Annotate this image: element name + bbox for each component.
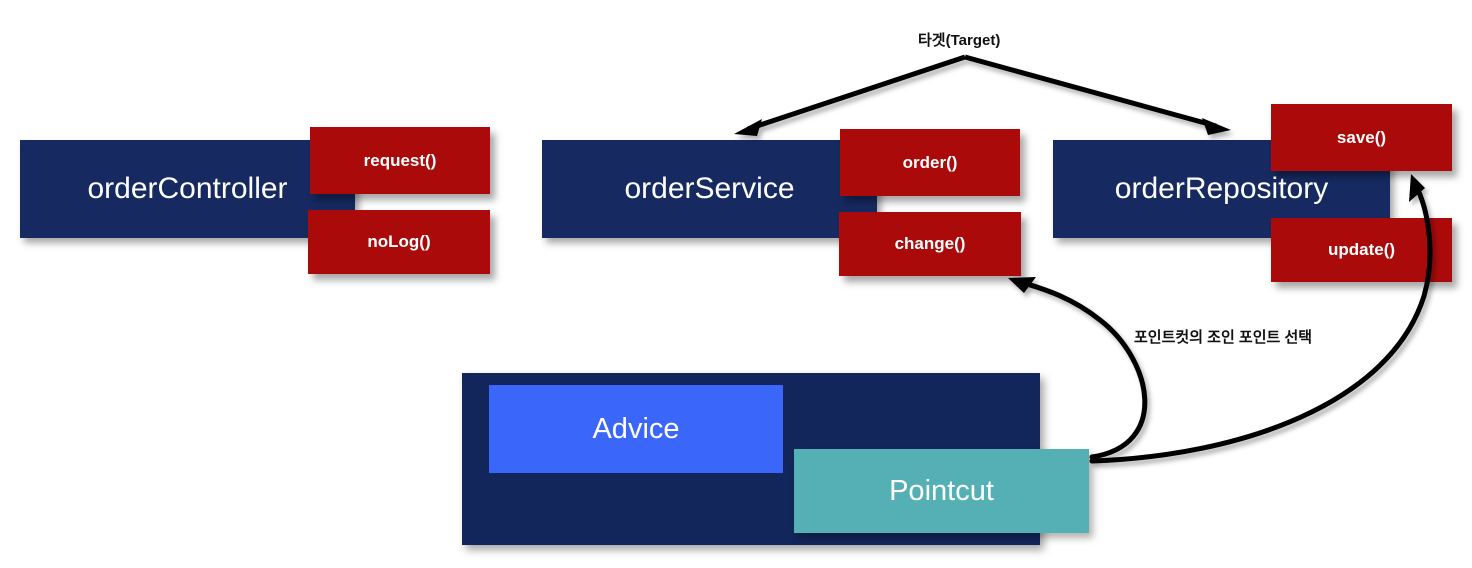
method-change-label: change()	[894, 234, 966, 253]
advice-label: Advice	[592, 412, 680, 445]
method-nolog-label: noLog()	[367, 232, 431, 251]
method-request-label: request()	[363, 150, 437, 170]
bean-order-controller[interactable]: orderController	[20, 140, 355, 238]
advice-box[interactable]: Advice	[489, 385, 783, 473]
bean-order-repository-label: orderRepository	[1114, 172, 1329, 205]
method-request[interactable]: request()	[310, 127, 490, 194]
pointcut-annotation-label: 포인트컷의 조인 포인트 선택	[1134, 329, 1313, 346]
bean-order-service-label: orderService	[624, 172, 795, 205]
bean-order-controller-label: orderController	[87, 172, 288, 205]
method-change[interactable]: change()	[839, 212, 1021, 276]
target-arrow-to-order-repository	[964, 54, 1231, 135]
method-order-label: order()	[902, 152, 958, 172]
method-save[interactable]: save()	[1271, 104, 1452, 171]
bean-order-service[interactable]: orderService	[542, 140, 877, 238]
method-update-label: update()	[1327, 240, 1396, 259]
pointcut-box[interactable]: Pointcut	[794, 449, 1089, 533]
method-order[interactable]: order()	[840, 129, 1020, 196]
target-arrow-to-order-service	[734, 54, 966, 136]
pointcut-label: Pointcut	[889, 474, 994, 507]
method-update[interactable]: update()	[1271, 218, 1452, 282]
method-save-label: save()	[1336, 127, 1387, 147]
target-annotation-label: 타겟(Target)	[918, 32, 1001, 49]
method-nolog[interactable]: noLog()	[308, 210, 490, 274]
